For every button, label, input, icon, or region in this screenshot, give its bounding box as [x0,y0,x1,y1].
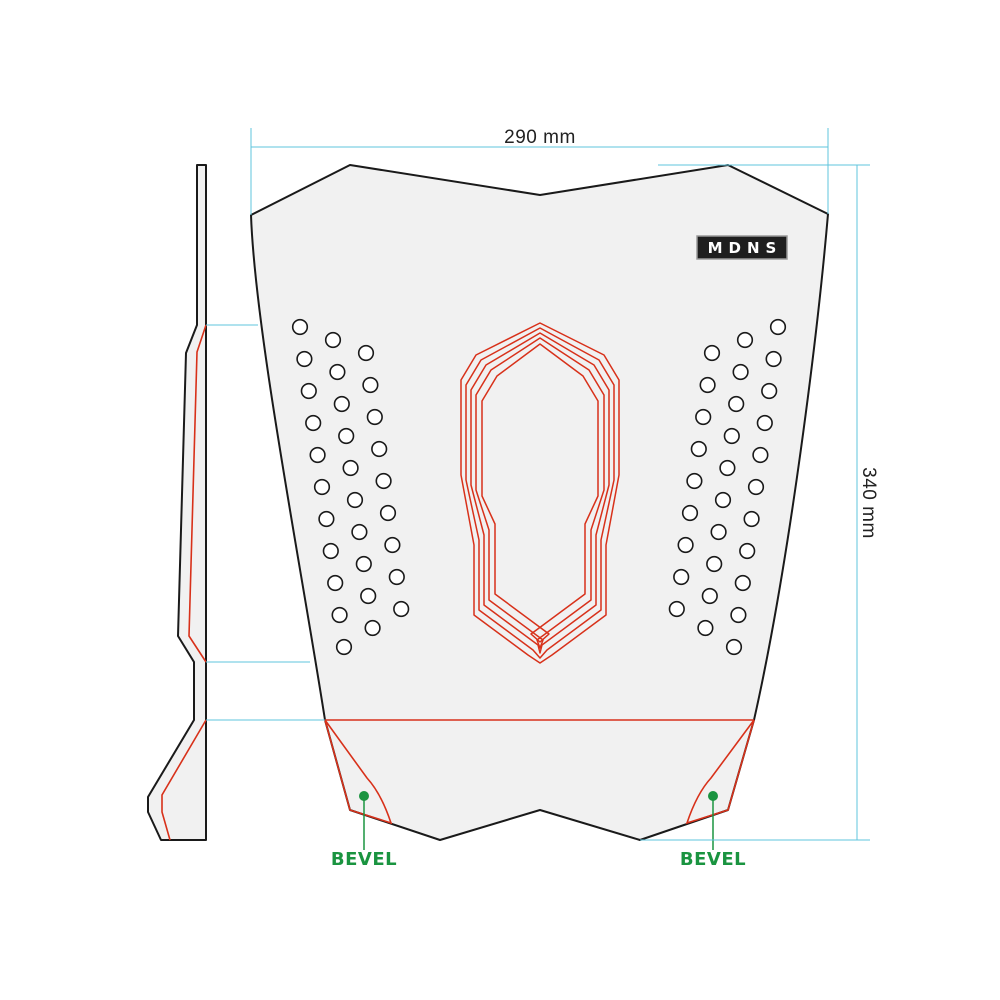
height-label: 340 mm [858,467,879,539]
dimple-hole-left [327,574,344,592]
bevel-marker-left [359,791,369,850]
dimple-hole-left [371,440,388,458]
dimple-hole-right [677,536,694,554]
dimple-hole-right [706,555,723,573]
dimple-hole-right [747,478,765,496]
dimple-hole-left [313,478,331,496]
center-arch-ridges [460,322,620,664]
dimple-hole-right [681,504,699,522]
dimple-hole-right [699,376,716,394]
dimple-hole-right [734,574,751,592]
dimple-hole-right [697,619,714,637]
arch-ridge [460,322,620,664]
side-profile-kick-red [161,719,207,841]
dimple-hole-left [300,382,317,400]
dimple-hole-right [728,395,745,413]
bevel-label-left: BEVEL [331,849,397,870]
dimple-hole-left [318,510,335,528]
dimple-hole-right [695,408,712,426]
dimple-hole-right [723,427,740,445]
dimple-hole-left [384,536,401,554]
bevel-region-left [324,719,393,825]
dimple-hole-right [703,344,721,362]
profile-guides [206,324,325,721]
dimple-hole-right [673,568,690,586]
dimple-hole-left [366,408,383,426]
dimple-hole-left [393,600,410,618]
dimple-hole-right [769,318,787,336]
dimple-hole-left [362,376,379,394]
dimple-hole-left [331,606,348,624]
dimple-hole-left [335,638,353,656]
logo-text: MDNS [708,239,783,257]
dimple-hole-right [761,382,778,400]
dimple-hole-right [714,491,732,509]
dimple-hole-left [364,619,381,637]
dimple-hole-left [355,555,372,573]
dimple-hole-right [743,510,760,528]
arch-ridge [465,327,615,659]
dimple-hole-right [710,523,727,541]
pad-outline [250,164,829,841]
dimple-hole-left [360,587,377,605]
side-profile [147,164,207,841]
dimple-hole-left [351,523,368,541]
bevel-marker-right [708,791,718,850]
dimple-hole-right [756,414,773,432]
dimple-hole-right [765,350,782,368]
dimple-hole-right [686,472,703,490]
arch-ridge [470,332,610,654]
brand-logo: MDNS [696,235,788,260]
dimple-hole-left [309,446,326,464]
dimple-hole-right [668,600,685,618]
dimple-hole-left [333,395,350,413]
dimple-hole-right [701,587,718,605]
dimple-hole-right [725,638,743,656]
dimple-hole-left [322,542,339,560]
dimple-hole-left [388,568,405,586]
dimple-hole-left [357,344,375,362]
dimple-hole-left [375,472,392,490]
width-dimension: 290 mm [250,127,829,215]
arch-ridge [481,343,599,643]
dimple-hole-right [739,542,756,560]
side-profile-outline [147,164,207,841]
dimple-hole-right [719,459,736,477]
bevel-region-right [685,719,755,825]
height-dimension: 340 mm [640,164,879,841]
dimple-hole-left [342,459,359,477]
dimple-holes [291,318,787,656]
arch-ridge [475,337,605,649]
bevel-label-right: BEVEL [680,849,746,870]
dimple-hole-left [338,427,355,445]
dimple-hole-left [379,504,397,522]
dimple-hole-right [736,331,754,349]
dimple-hole-left [329,363,346,381]
dimple-hole-left [305,414,322,432]
width-label: 290 mm [504,127,576,148]
dimple-hole-left [346,491,364,509]
dimple-hole-right [690,440,707,458]
dimple-hole-left [296,350,313,368]
dimple-hole-right [752,446,769,464]
dimple-hole-right [732,363,749,381]
logo-badge [696,235,788,260]
dimple-hole-left [291,318,309,336]
dimple-hole-right [730,606,747,624]
side-profile-arch-red [188,324,207,663]
dimple-hole-left [324,331,342,349]
